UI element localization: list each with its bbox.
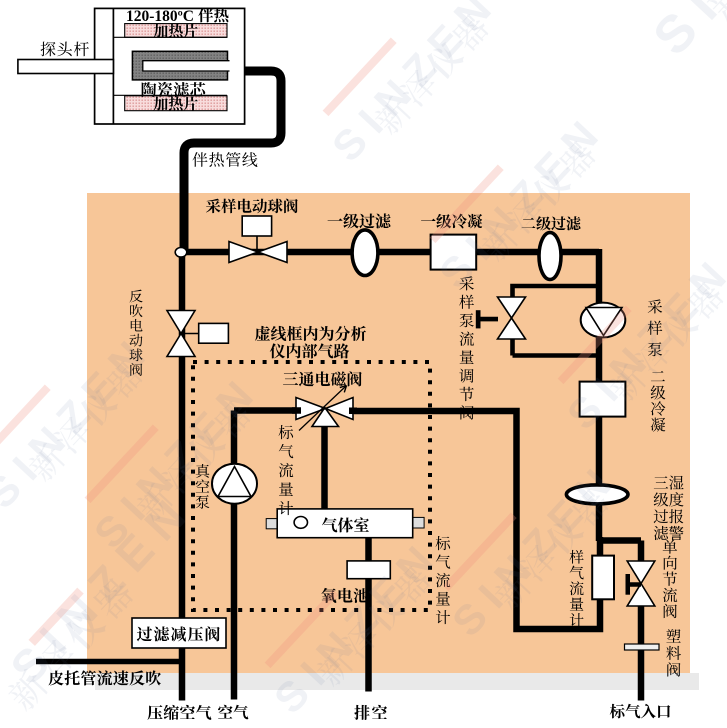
svg-text:120-180ºC: 120-180ºC bbox=[126, 8, 194, 25]
